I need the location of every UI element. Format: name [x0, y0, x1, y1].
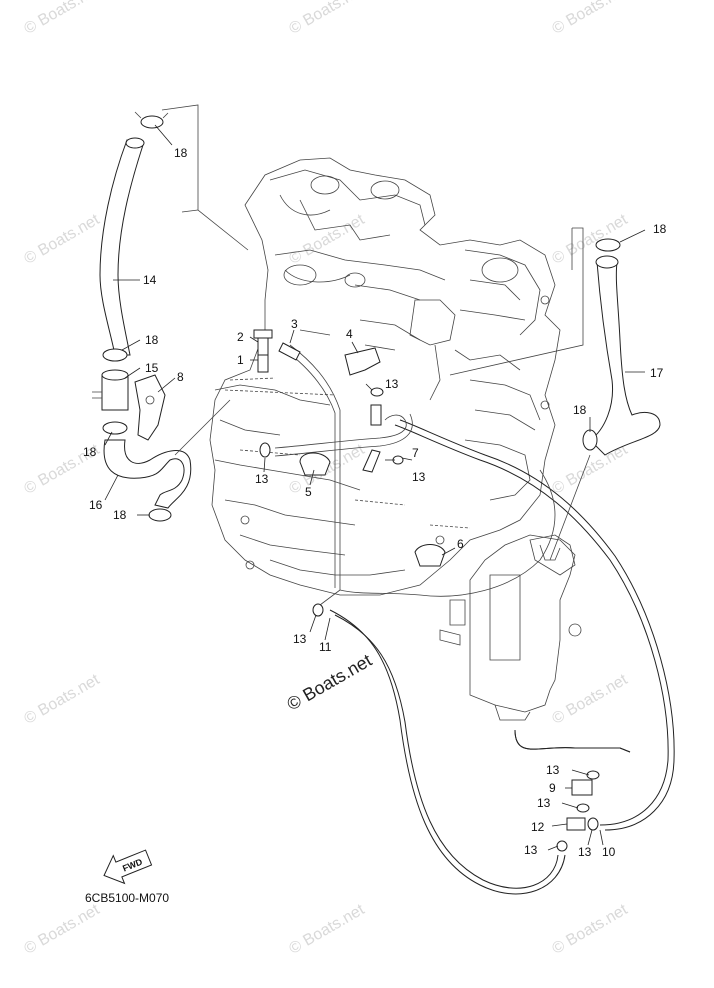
- watermark: © Boats.net: [21, 901, 103, 958]
- callout-2: 2: [237, 330, 244, 344]
- small-fittings: [253, 329, 600, 852]
- watermark: © Boats.net: [549, 211, 631, 268]
- water-hose-17: [589, 255, 661, 456]
- callout-13: 13: [524, 843, 538, 857]
- callout-18: 18: [145, 333, 159, 347]
- callout-18: 18: [83, 445, 97, 459]
- callout-4: 4: [346, 327, 353, 341]
- callout-8: 8: [177, 370, 184, 384]
- callout-1: 1: [237, 353, 244, 367]
- callout-3: 3: [291, 317, 298, 331]
- watermark: © Boats.net: [21, 211, 103, 268]
- callout-13: 13: [412, 470, 426, 484]
- callout-13: 13: [537, 796, 551, 810]
- watermark: © Boats.net: [286, 0, 368, 38]
- watermark: © Boats.net: [21, 0, 103, 38]
- callout-18: 18: [113, 508, 127, 522]
- engine-block: [209, 157, 561, 596]
- callout-labels: 18 14 18 15 8 18 16 18 2 1 3 4 13 18 17 …: [83, 146, 667, 859]
- joint-15: [92, 369, 129, 411]
- callout-9: 9: [549, 781, 556, 795]
- callout-12: 12: [531, 820, 545, 834]
- hose-clamp-18d: [148, 508, 172, 522]
- fwd-arrow: FWD: [103, 849, 153, 885]
- callout-11: 11: [319, 640, 332, 654]
- watermark: © Boats.net: [21, 671, 103, 728]
- watermark: © Boats.net: [549, 0, 631, 38]
- diagram-code: 6CB5100-M070: [85, 891, 169, 905]
- callout-13: 13: [293, 632, 307, 646]
- callout-13: 13: [385, 377, 399, 391]
- callout-18: 18: [653, 222, 667, 236]
- routing-lines: [161, 104, 591, 561]
- hose-clamp-18e: [595, 238, 621, 252]
- hose-clamp-18b: [102, 348, 128, 362]
- callout-17: 17: [650, 366, 664, 380]
- callout-6: 6: [457, 537, 464, 551]
- vapor-separator: [439, 534, 582, 721]
- callout-13: 13: [546, 763, 560, 777]
- callout-14: 14: [143, 273, 157, 287]
- callout-10: 10: [602, 845, 616, 859]
- bracket-8: [134, 374, 166, 441]
- hose-clamp-18a: [134, 111, 169, 129]
- callout-13: 13: [578, 845, 592, 859]
- hose-clamp-18c: [102, 421, 128, 435]
- water-hose-16: [103, 439, 192, 509]
- hose-clamp-18f: [582, 429, 598, 451]
- watermark-layer: © Boats.net © Boats.net © Boats.net © Bo…: [21, 0, 631, 958]
- callout-7: 7: [412, 446, 419, 460]
- watermark: © Boats.net: [286, 901, 368, 958]
- fuel-hoses: [274, 344, 675, 895]
- water-hose-14: [99, 137, 145, 356]
- callout-5: 5: [305, 485, 312, 499]
- callout-18: 18: [573, 403, 587, 417]
- watermark: © Boats.net: [286, 211, 368, 268]
- callout-16: 16: [89, 498, 103, 512]
- leader-lines: [104, 124, 646, 851]
- watermark: © Boats.net: [549, 671, 631, 728]
- callout-18: 18: [174, 146, 188, 160]
- callout-13: 13: [255, 472, 269, 486]
- center-watermark: © Boats.net: [284, 650, 376, 714]
- callout-15: 15: [145, 361, 159, 375]
- watermark: © Boats.net: [549, 901, 631, 958]
